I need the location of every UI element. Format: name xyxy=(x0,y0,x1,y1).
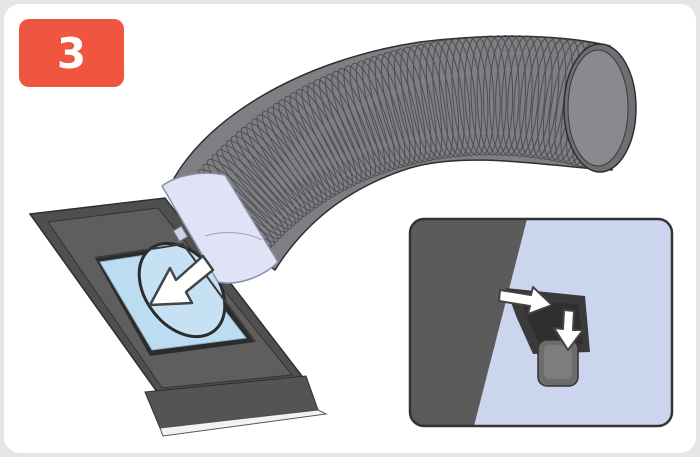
step-number: 3 xyxy=(57,29,86,78)
step-number-badge: 3 xyxy=(19,19,124,87)
inset-detail xyxy=(410,219,672,426)
